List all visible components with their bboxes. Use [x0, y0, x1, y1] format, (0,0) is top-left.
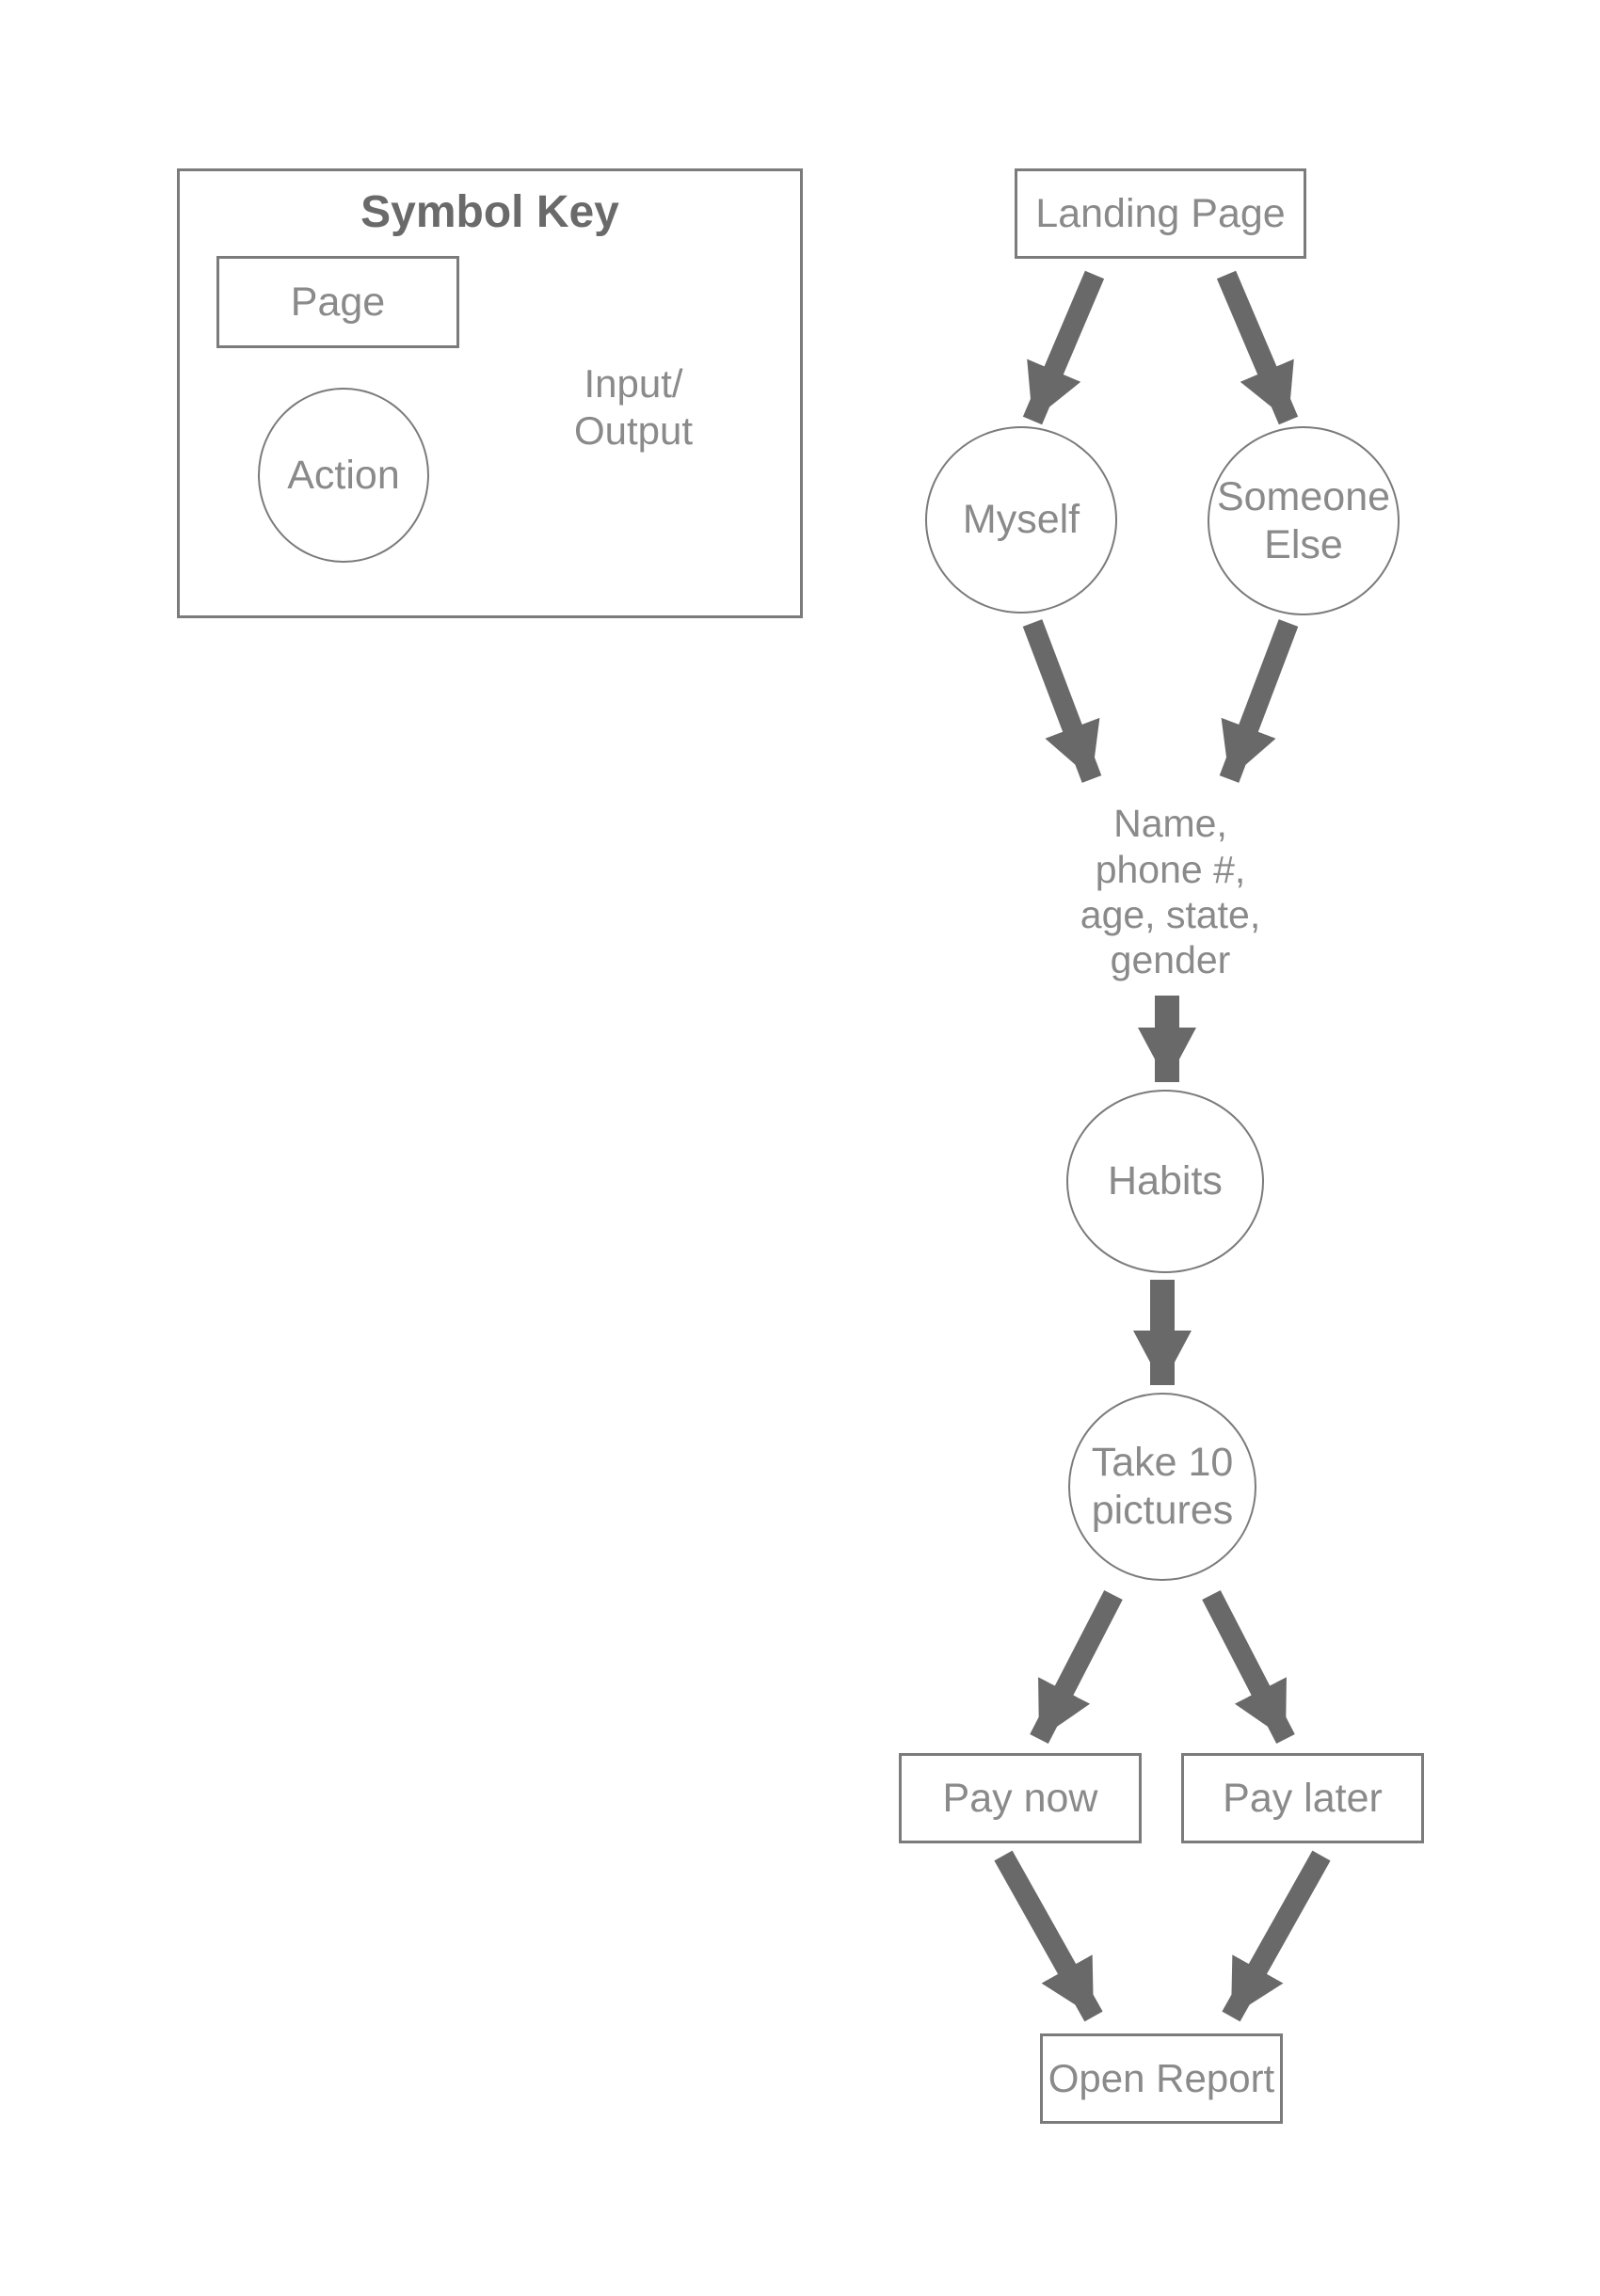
symbol-key-title: Symbol Key	[360, 187, 619, 237]
arrow-take-pictures-to-pay-now	[1030, 1589, 1123, 1745]
key-action-shape: Action	[258, 388, 429, 563]
node-personal-info-label: Name, phone #, age, state, gender	[1080, 802, 1261, 982]
arrow-take-pictures-to-pay-later	[1202, 1589, 1295, 1745]
key-action-label: Action	[287, 452, 400, 498]
node-someone-else: Someone Else	[1208, 426, 1400, 615]
key-page-label: Page	[290, 279, 386, 325]
node-open-report: Open Report	[1040, 2033, 1283, 2124]
key-input-output-shape: Input/ Output	[544, 361, 723, 454]
node-landing-page-label: Landing Page	[1035, 190, 1286, 236]
arrow-someone-else-to-personal-info	[1219, 619, 1299, 783]
arrow-pay-later-to-open-report	[1222, 1850, 1331, 2022]
node-someone-else-label: Someone Else	[1216, 473, 1391, 567]
arrow-myself-to-personal-info	[1022, 619, 1102, 783]
node-take-pictures-label: Take 10 pictures	[1091, 1440, 1234, 1533]
node-pay-now: Pay now	[899, 1753, 1142, 1843]
node-habits: Habits	[1066, 1090, 1264, 1273]
node-open-report-label: Open Report	[1048, 2056, 1275, 2101]
node-landing-page: Landing Page	[1015, 168, 1306, 259]
node-take-pictures: Take 10 pictures	[1068, 1393, 1256, 1581]
node-myself-label: Myself	[962, 497, 1080, 543]
arrow-landing-to-myself	[1022, 270, 1105, 425]
arrow-pay-now-to-open-report	[994, 1850, 1103, 2022]
node-myself: Myself	[925, 426, 1117, 614]
node-pay-later-label: Pay later	[1223, 1775, 1383, 1821]
node-pay-later: Pay later	[1181, 1753, 1424, 1843]
key-page-shape: Page	[216, 256, 459, 348]
node-personal-info: Name, phone #, age, state, gender	[1032, 795, 1308, 989]
key-input-output-label: Input/ Output	[573, 361, 694, 453]
node-habits-label: Habits	[1108, 1158, 1223, 1204]
arrow-landing-to-someone-else	[1216, 270, 1299, 425]
node-pay-now-label: Pay now	[942, 1775, 1098, 1821]
